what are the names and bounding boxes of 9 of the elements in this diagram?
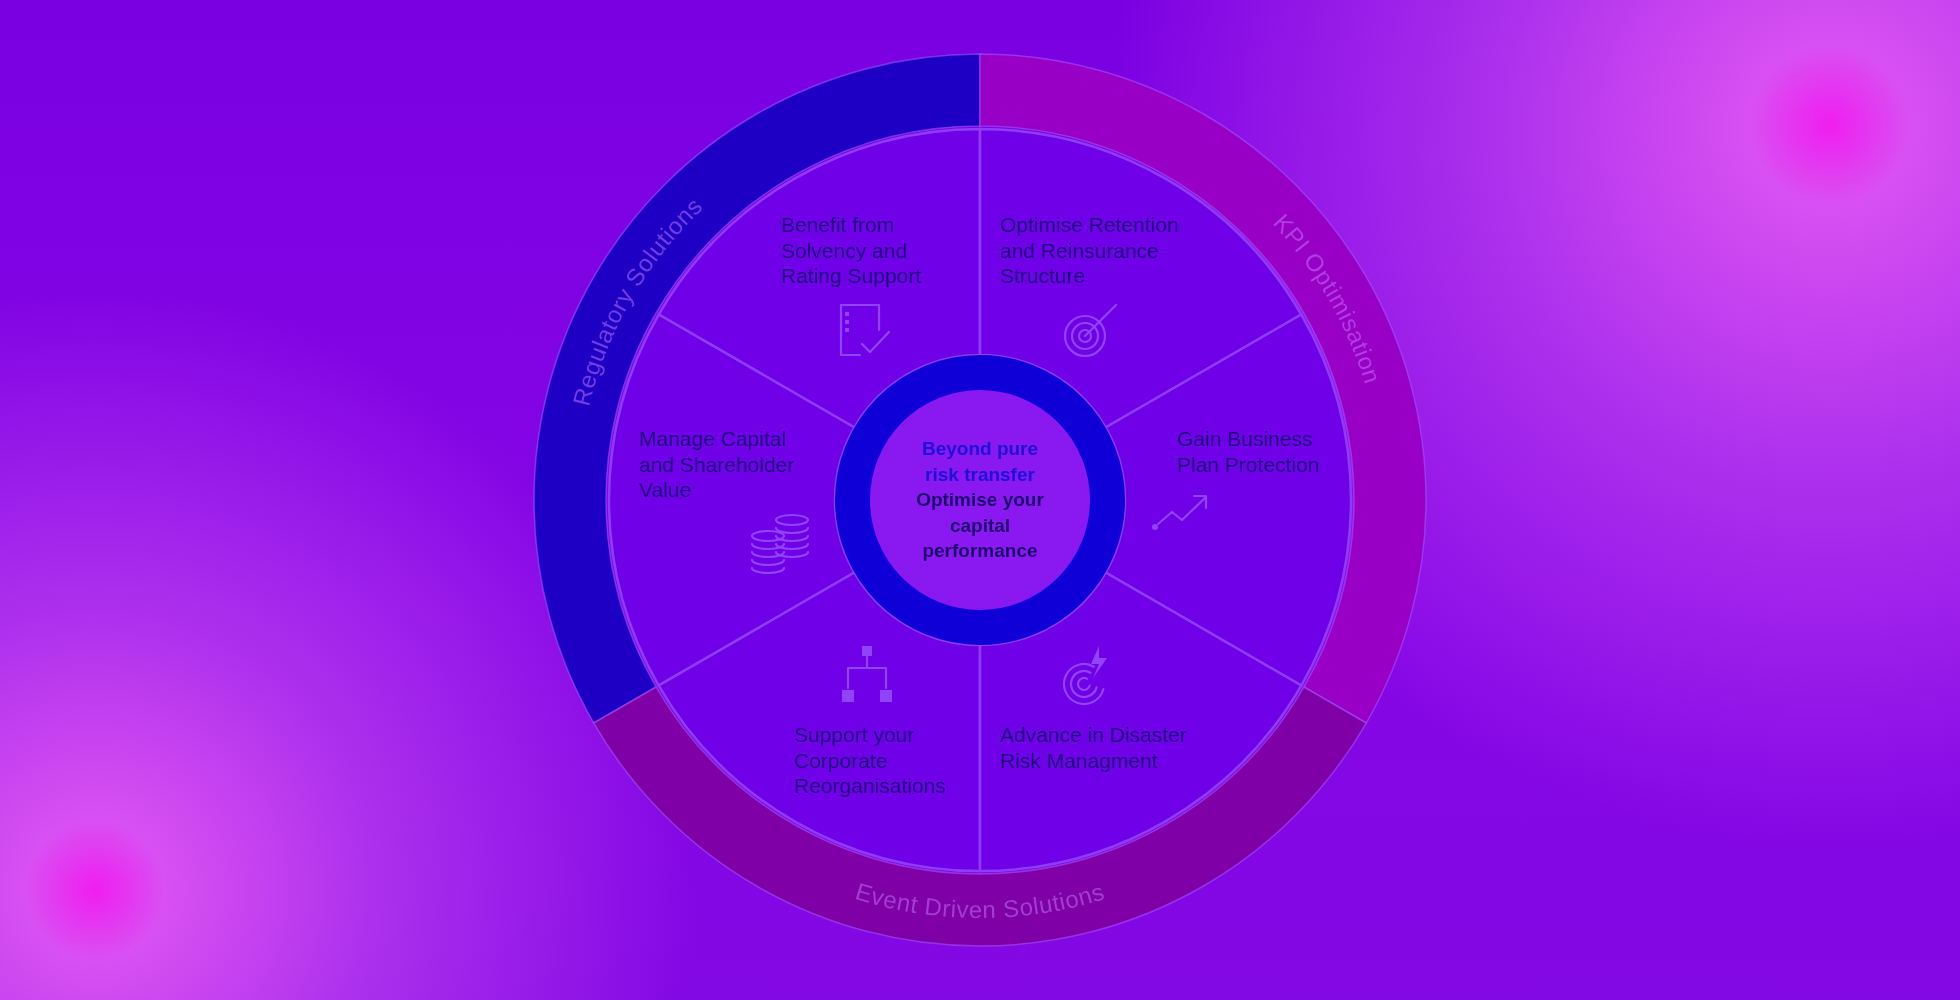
center-tagline: Beyond pure risk transfer [920,437,1040,487]
segment-label: Benefit from Solvency and Rating Support [781,212,923,289]
segment-label: Gain Business Plan Protection [1177,426,1321,478]
center-heading: Optimise your capital performance [915,488,1045,564]
segment-label: Optimise Retention and Reinsurance Structure [1000,212,1180,289]
ring-label: Event Driven Solutions [852,877,1108,924]
segment-label: Support your Corporate Reorganisations [794,722,947,799]
segment-label: Manage Capital and Shareholder Value [639,426,796,503]
segment-label: Advance in Disaster Risk Managment [1000,722,1188,774]
